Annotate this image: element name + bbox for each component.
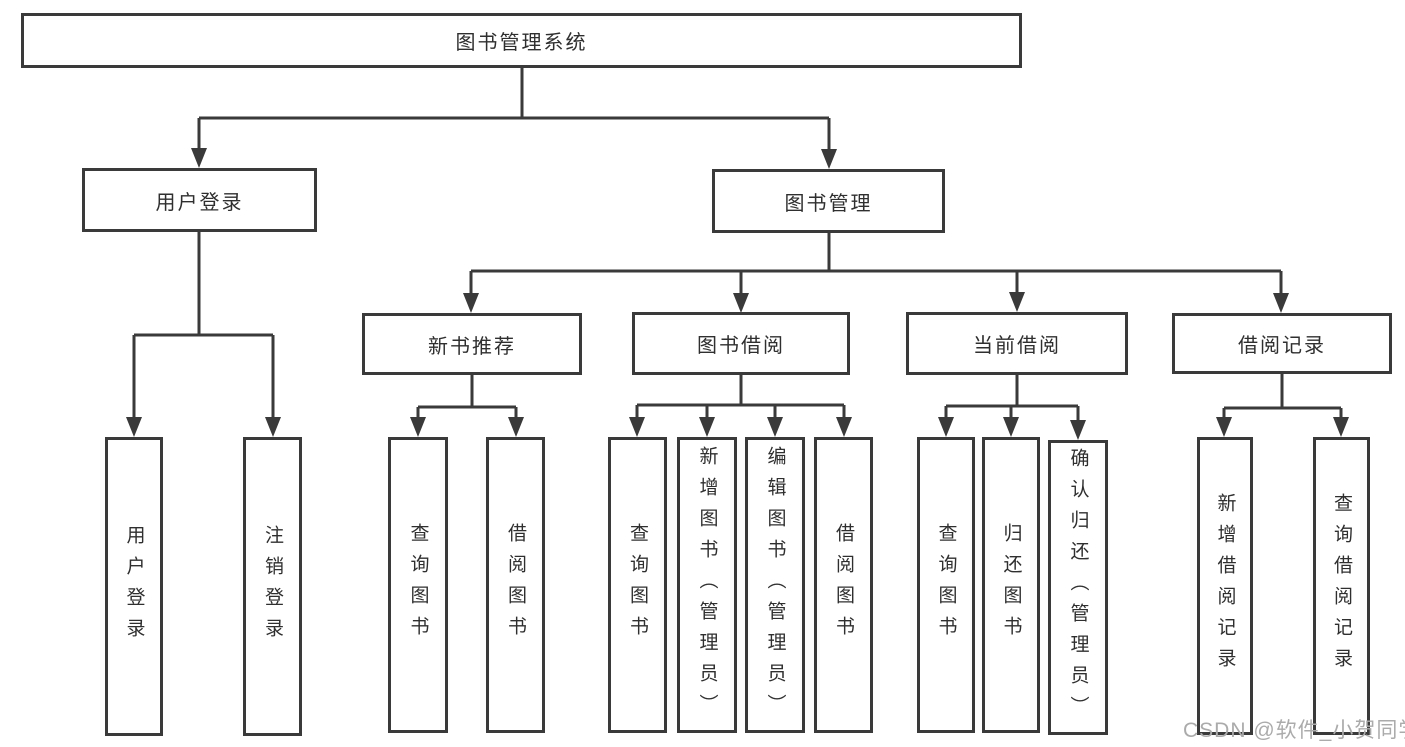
leaf-query-borrow-record: 查询借阅记录 [1313,437,1370,735]
leaf-label: 查询图书 [935,523,957,647]
leaf-add-book-admin: 新增图书（管理员） [677,437,737,733]
node-current-borrow: 当前借阅 [906,312,1128,375]
node-root-label: 图书管理系统 [455,32,588,54]
leaf-label: 查询图书 [407,523,429,647]
leaf-label: 借阅图书 [505,523,526,647]
leaf-label: 归还图书 [1000,523,1022,647]
node-label: 借阅记录 [1238,335,1326,357]
leaf-user-login: 用户登录 [105,437,163,736]
leaf-query-books-current: 查询图书 [917,437,975,733]
leaf-label: 用户登录 [123,524,145,649]
leaf-label: 查询图书 [627,523,648,647]
leaf-return-books: 归还图书 [982,437,1040,733]
leaf-label: 新增借阅记录 [1214,493,1236,679]
leaf-label: 查询借阅记录 [1331,493,1352,679]
leaf-label: 新增图书（管理员） [696,445,718,725]
leaf-label: 借阅图书 [833,523,854,647]
node-root: 图书管理系统 [21,13,1022,68]
leaf-label: 确认归还（管理员） [1067,448,1089,727]
leaf-add-borrow-record: 新增借阅记录 [1197,437,1253,735]
leaf-logout: 注销登录 [243,437,302,736]
node-label: 图书借阅 [697,335,785,357]
leaf-borrow-books-recommend: 借阅图书 [486,437,545,733]
node-label: 图书管理 [784,192,873,215]
connector-trunks [132,68,1343,422]
leaf-label: 注销登录 [262,524,283,649]
connector-arrowheads [126,148,1349,440]
node-book-management-branch: 图书管理 [712,169,945,233]
node-book-borrow: 图书借阅 [632,312,850,375]
node-label: 用户登录 [155,191,244,214]
node-label: 新书推荐 [428,335,516,358]
node-user-login-branch: 用户登录 [82,168,317,232]
watermark: CSDN @软件_小贺同学 [1183,719,1405,742]
node-label: 当前借阅 [973,335,1061,357]
node-borrow-records: 借阅记录 [1172,313,1392,374]
leaf-edit-book-admin: 编辑图书（管理员） [745,437,805,733]
node-new-book-recommend: 新书推荐 [362,313,582,375]
leaf-query-books-recommend: 查询图书 [388,437,448,733]
leaf-confirm-return-admin: 确认归还（管理员） [1048,440,1108,735]
leaf-query-books-borrow: 查询图书 [608,437,667,733]
leaf-borrow-books-borrow: 借阅图书 [814,437,873,733]
leaf-label: 编辑图书（管理员） [764,445,786,725]
